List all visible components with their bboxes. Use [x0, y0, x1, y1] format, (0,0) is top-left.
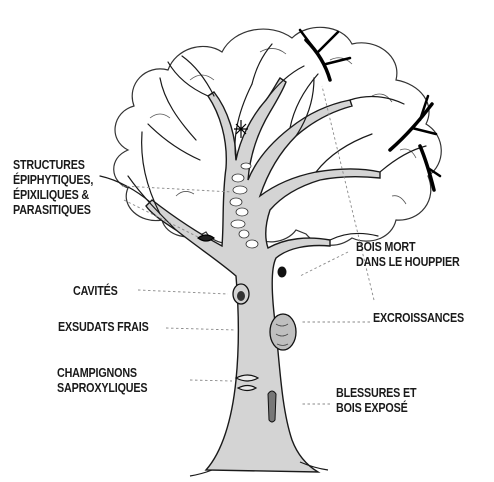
leader-fungi — [190, 380, 232, 381]
cavity-lower-hole — [237, 291, 245, 301]
label-epiphytes-line3: ÉPIXILIQUES & — [13, 188, 93, 203]
leader-deadwood — [300, 252, 348, 276]
label-exudates: EXSUDATS FRAIS — [58, 320, 149, 335]
label-epiphytes-line1: STRUCTURES — [13, 158, 93, 173]
label-cavities: CAVITÉS — [73, 284, 118, 299]
wound — [268, 391, 276, 422]
label-dead-wood-line1: BOIS MORT — [356, 240, 460, 255]
label-fungi: CHAMPIGNONS SAPROXYLIQUES — [57, 366, 147, 396]
label-fungi-line1: CHAMPIGNONS — [57, 366, 147, 381]
label-dead-wood-line2: DANS LE HOUPPIER — [356, 255, 460, 270]
burl — [270, 314, 296, 350]
label-epiphytes-line4: PARASITIQUES — [13, 203, 93, 218]
leader-exudates — [166, 328, 236, 330]
label-fungi-line2: SAPROXYLIQUES — [57, 381, 147, 396]
label-wounds-line2: BOIS EXPOSÉ — [336, 401, 416, 416]
label-epiphytes-line2: ÉPIPHYTIQUES, — [13, 173, 93, 188]
label-wounds-line1: BLESSURES ET — [336, 386, 416, 401]
label-dead-wood: BOIS MORT DANS LE HOUPPIER — [356, 240, 460, 270]
label-wounds: BLESSURES ET BOIS EXPOSÉ — [336, 386, 416, 416]
label-burls: EXCROISSANCES — [373, 311, 464, 326]
label-epiphytes: STRUCTURES ÉPIPHYTIQUES, ÉPIXILIQUES & P… — [13, 158, 93, 218]
leader-cavities — [138, 290, 228, 294]
cavity-upper — [278, 267, 287, 278]
